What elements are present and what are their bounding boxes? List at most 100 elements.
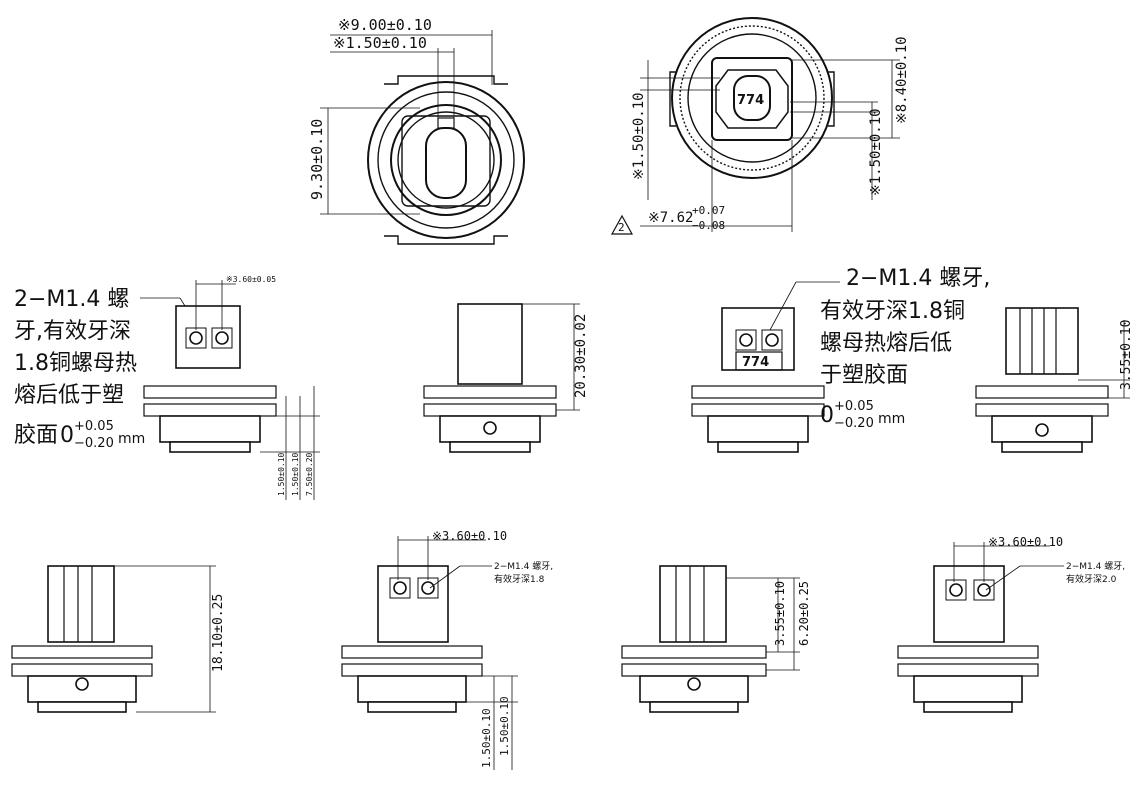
note-right-plus: +0.05 (834, 399, 874, 414)
dim-1810-label: 18.10±0.25 (211, 594, 226, 672)
knurl-ring (679, 25, 825, 171)
mid-ring (687, 33, 817, 163)
base-foot (923, 701, 1013, 713)
gear-upper (621, 645, 767, 659)
base (27, 675, 137, 703)
part-mark: 774 (742, 355, 769, 370)
insert (389, 577, 411, 599)
base (357, 675, 467, 703)
gear-lower (11, 663, 153, 677)
left-note: 2−M1.4 螺 牙,有效牙深 1.8铜螺母热 熔后低于塑 胶面 0 +0.05… (14, 287, 201, 451)
top-right-front-view: 774 ※1.50±0.10 ※8.40±0.10 ※1.50±0.10 2 ※… (610, 17, 910, 235)
screw-hole (977, 583, 991, 597)
key-slot (437, 117, 455, 129)
gear-lower (897, 663, 1039, 677)
dim-930-label: 9.30±0.10 (308, 119, 326, 200)
note-left-line2: 牙,有效牙深 (14, 319, 131, 344)
dim-762-plus: +0.07 (692, 204, 725, 217)
note-b-line1: 2−M1.4 螺牙, (1066, 561, 1125, 572)
base-foot (449, 441, 531, 453)
outer-ring (367, 81, 525, 239)
insert (735, 329, 757, 351)
housing-top (659, 565, 727, 643)
gear-lower (691, 403, 825, 417)
gear-upper (975, 385, 1109, 399)
note-right-line4: 于塑胶面 (820, 363, 908, 388)
note-left-minus: −0.20 (74, 436, 114, 451)
bottom-view-2: ※3.60±0.10 2−M1.4 螺牙, 有效牙深1.8 1.50±0.10 … (341, 529, 553, 770)
note-left-plus: +0.05 (74, 419, 114, 434)
dim-150-left-label: ※1.50±0.10 (631, 92, 647, 180)
gear-upper (423, 385, 557, 399)
note-left-unit: mm (118, 431, 145, 447)
dim-150-right-label: ※1.50±0.10 (868, 108, 884, 196)
dim-355b-label: 3.55±0.10 (773, 581, 787, 646)
square-socket (401, 115, 491, 207)
housing-top (175, 305, 241, 369)
note-right-line1: 2−M1.4 螺牙, (846, 266, 990, 291)
dim-840-label: ※8.40±0.10 (894, 36, 910, 124)
base-foot (37, 701, 127, 713)
dim-2030-label: 20.30±0.02 (573, 314, 589, 398)
screw-hole (189, 331, 203, 345)
left-clip (669, 71, 676, 127)
base (707, 415, 809, 443)
screw-hole (949, 583, 963, 597)
gear-ring (377, 91, 515, 229)
optical-port (425, 127, 467, 199)
dim-360a-label: ※3.60±0.10 (432, 529, 507, 543)
insert (761, 329, 783, 351)
gear-upper (897, 645, 1039, 659)
gear-lower (975, 403, 1109, 417)
leader-line (769, 281, 797, 331)
dim-9-label: ※9.00±0.10 (338, 16, 432, 34)
revision-triangle (610, 214, 634, 235)
dim-150a-label: 1.50±0.10 (277, 452, 286, 496)
dim-750-label: 7.50±0.20 (305, 452, 314, 496)
leader-line (429, 565, 461, 589)
bottom-view-1: 18.10±0.25 (11, 565, 226, 713)
base (991, 415, 1093, 443)
screw-hole (421, 581, 435, 595)
note-b-line2: 有效牙深2.0 (1066, 573, 1117, 585)
dim-360-small-label: ※3.60±0.05 (226, 275, 276, 284)
base-foot (649, 701, 739, 713)
revision-mark: 2 (618, 221, 625, 234)
outer-ring (671, 17, 833, 179)
gear-upper (143, 385, 277, 399)
base-foot (169, 441, 251, 453)
set-screw (1035, 423, 1049, 437)
dim-150b-label: 1.50±0.10 (291, 452, 300, 496)
gear-upper (11, 645, 153, 659)
screw-hole (393, 581, 407, 595)
bottom-clip (384, 235, 508, 245)
screw-hole (739, 333, 753, 347)
bottom-view-4: ※3.60±0.10 2−M1.4 螺牙, 有效牙深2.0 (897, 535, 1125, 713)
base-foot (1001, 441, 1083, 453)
dim-762-label: ※7.62 (648, 210, 693, 226)
note-right-minus: −0.20 (834, 416, 874, 431)
note-left-line4: 熔后低于塑 (14, 383, 124, 408)
dim-150c-label: 1.50±0.10 (480, 708, 493, 768)
dim-150-label: ※1.50±0.10 (333, 34, 427, 52)
note-left-line5: 胶面 (14, 423, 58, 448)
optical-port (733, 75, 771, 121)
base (439, 415, 541, 443)
mid-view-3: 774 (691, 281, 840, 453)
dim-150d-label: 1.50±0.10 (498, 696, 511, 756)
screw-hole (215, 331, 229, 345)
square-socket (711, 57, 793, 141)
bottom-view-3: 3.55±0.10 6.20±0.25 (621, 565, 811, 713)
set-screw (483, 421, 497, 435)
octagon-socket (715, 69, 789, 129)
dim-620-label: 6.20±0.25 (797, 581, 811, 646)
insert (945, 579, 967, 601)
note-right-unit: mm (878, 411, 905, 427)
note-right-zero: 0 (820, 403, 834, 428)
note-a-line1: 2−M1.4 螺牙, (494, 561, 553, 572)
note-left-line1: 2−M1.4 螺 (14, 287, 129, 312)
housing-top (933, 565, 1005, 643)
housing-top (377, 565, 449, 643)
inner-ring (397, 111, 495, 209)
dim-360b-label: ※3.60±0.10 (988, 535, 1063, 549)
